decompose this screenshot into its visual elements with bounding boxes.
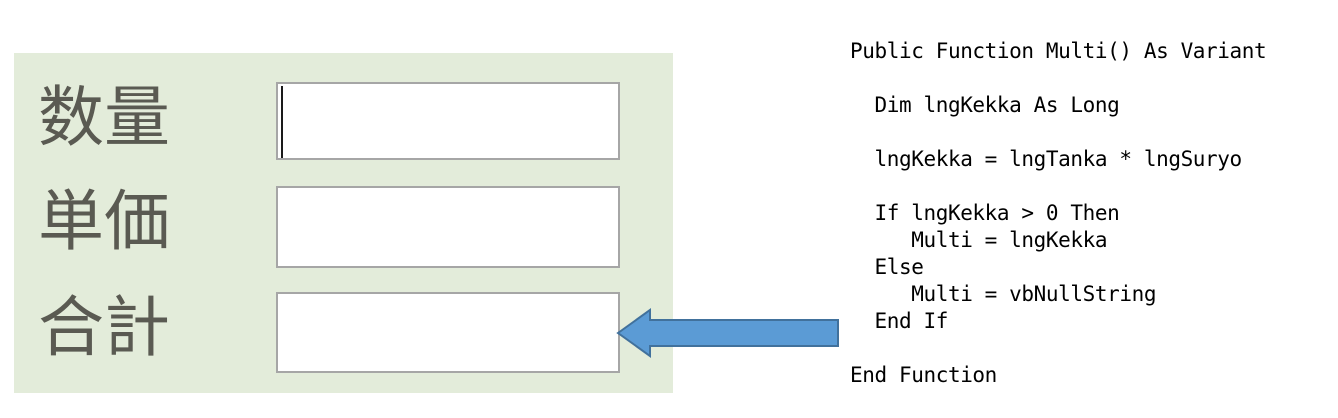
left-arrow-icon xyxy=(616,308,839,358)
code-line: Dim lngKekka As Long xyxy=(850,93,1120,117)
code-line: End If xyxy=(850,309,948,333)
label-unit-price: 単価 xyxy=(38,183,170,260)
code-panel: Public Function Multi() As Variant Dim l… xyxy=(850,38,1336,410)
input-quantity[interactable] xyxy=(276,82,620,160)
code-line: lngKekka = lngTanka * lngSuryo xyxy=(850,147,1242,171)
label-quantity: 数量 xyxy=(38,79,170,156)
code-line: Public Function Multi() As Variant xyxy=(850,39,1267,63)
code-line: If lngKekka > 0 Then xyxy=(850,201,1120,225)
code-line: Else xyxy=(850,255,924,279)
form-panel: 数量 単価 合計 xyxy=(14,53,673,393)
callout-arrow xyxy=(616,306,840,360)
code-line: End Function xyxy=(850,363,997,387)
label-total: 合計 xyxy=(38,289,170,366)
input-unit-price[interactable] xyxy=(276,186,620,268)
code-line: Multi = lngKekka xyxy=(850,228,1108,252)
text-caret xyxy=(281,86,283,158)
input-total[interactable] xyxy=(276,292,620,373)
code-line: Multi = vbNullString xyxy=(850,282,1157,306)
